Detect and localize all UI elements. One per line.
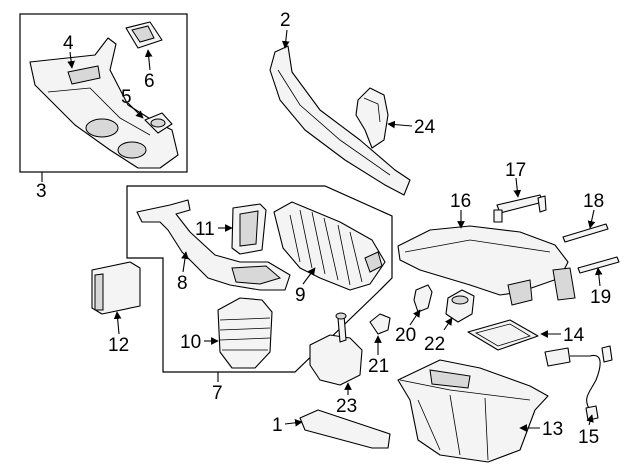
- callout-24: 24: [414, 117, 436, 138]
- callout-22: 22: [424, 334, 445, 355]
- callout-19: 19: [590, 287, 611, 308]
- storage-bin-part-9: [273, 201, 386, 291]
- clip-part-21: [369, 313, 391, 335]
- armrest-lid-part-16: [397, 225, 576, 306]
- trim-strip-part-2: [269, 45, 411, 196]
- callout-21: 21: [368, 356, 389, 377]
- shift-boot-part-10: [217, 297, 273, 369]
- callout-6: 6: [144, 71, 155, 92]
- knob-trim-part-5: [144, 112, 173, 134]
- callout-labels: 1 2 3 4 5 6 7 8 9 10 11 12 13 14 15 16 1…: [36, 10, 611, 448]
- callout-4: 4: [63, 33, 74, 54]
- callout-1: 1: [272, 415, 283, 436]
- callout-2: 2: [280, 10, 291, 31]
- console-panel-part-8: [136, 199, 291, 291]
- shift-knob-part-24: [355, 87, 389, 149]
- callout-15: 15: [578, 427, 599, 448]
- trim-panel-part-4: [29, 37, 179, 169]
- module-part-12: [91, 261, 141, 315]
- bracket-part-17: [493, 194, 547, 223]
- callout-18: 18: [583, 191, 604, 212]
- callout-16: 16: [450, 191, 471, 212]
- callout-13: 13: [542, 419, 563, 440]
- callout-9: 9: [295, 285, 306, 306]
- switch-bezel-part-6: [125, 21, 163, 49]
- leader-lines: [67, 29, 603, 432]
- shifter-assy-part-23: [309, 312, 363, 386]
- callout-3: 3: [36, 181, 47, 202]
- callout-23: 23: [336, 396, 357, 417]
- callout-7: 7: [212, 383, 223, 404]
- knob-part-20: [413, 284, 433, 313]
- trim-strip-part-1: [299, 409, 391, 449]
- harness-part-15: [544, 345, 613, 421]
- rod-part-18: [562, 223, 609, 243]
- console-box-part-13: [397, 359, 549, 463]
- mat-part-14: [467, 319, 539, 351]
- vent-part-11: [231, 203, 267, 255]
- rod-part-19: [577, 256, 620, 274]
- callout-11: 11: [195, 219, 215, 240]
- callout-14: 14: [563, 325, 585, 346]
- cup-holder-part-22: [445, 289, 475, 323]
- callout-12: 12: [108, 335, 129, 356]
- callout-20: 20: [395, 325, 416, 346]
- inset-frame-7: [126, 185, 393, 373]
- callout-8: 8: [177, 273, 188, 294]
- callout-5: 5: [121, 87, 132, 108]
- callout-10: 10: [180, 332, 201, 353]
- inset-frame-3: [19, 13, 188, 173]
- callout-17: 17: [505, 160, 526, 181]
